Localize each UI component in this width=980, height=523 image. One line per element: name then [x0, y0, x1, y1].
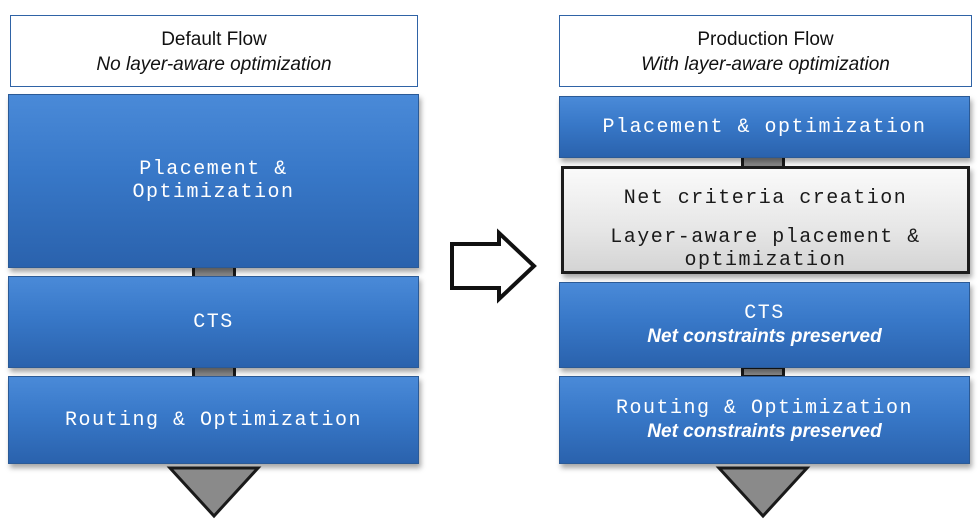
- default-step-routing: Routing & Optimization: [8, 376, 419, 464]
- production-step-cts-label: CTS: [744, 301, 785, 325]
- production-step-placement: Placement & optimization: [559, 96, 970, 158]
- default-step-cts: CTS: [8, 276, 419, 368]
- production-step-cts-note: Net constraints preserved: [647, 325, 882, 347]
- layer-aware-label-line1: Layer-aware placement &: [610, 226, 921, 249]
- production-down-arrow: [715, 466, 811, 519]
- default-step-placement-line1: Placement &: [139, 158, 288, 181]
- default-step-placement: Placement & Optimization: [8, 94, 419, 268]
- production-step-routing-label: Routing & Optimization: [615, 396, 914, 420]
- transition-arrow: [450, 228, 537, 304]
- default-flow-subtitle: No layer-aware optimization: [96, 54, 332, 75]
- production-flow-header: Production Flow With layer-aware optimiz…: [559, 15, 972, 87]
- default-down-arrow: [166, 466, 262, 519]
- production-step-routing-note: Net constraints preserved: [647, 420, 882, 442]
- production-step-cts: CTS Net constraints preserved: [559, 282, 970, 368]
- production-flow-subtitle: With layer-aware optimization: [641, 54, 890, 75]
- default-flow-header: Default Flow No layer-aware optimization: [10, 15, 418, 87]
- layer-aware-label-line2: optimization: [684, 249, 847, 272]
- default-step-routing-label: Routing & Optimization: [64, 408, 363, 432]
- production-step-routing: Routing & Optimization Net constraints p…: [559, 376, 970, 464]
- default-flow-title: Default Flow: [161, 29, 267, 50]
- default-step-placement-line2: Optimization: [132, 181, 295, 204]
- net-criteria-label: Net criteria creation: [623, 187, 908, 210]
- production-step-layer-aware: Net criteria creation Layer-aware placem…: [561, 166, 970, 274]
- production-step-placement-label: Placement & optimization: [602, 115, 927, 139]
- default-step-cts-label: CTS: [193, 310, 234, 334]
- production-flow-title: Production Flow: [697, 29, 834, 50]
